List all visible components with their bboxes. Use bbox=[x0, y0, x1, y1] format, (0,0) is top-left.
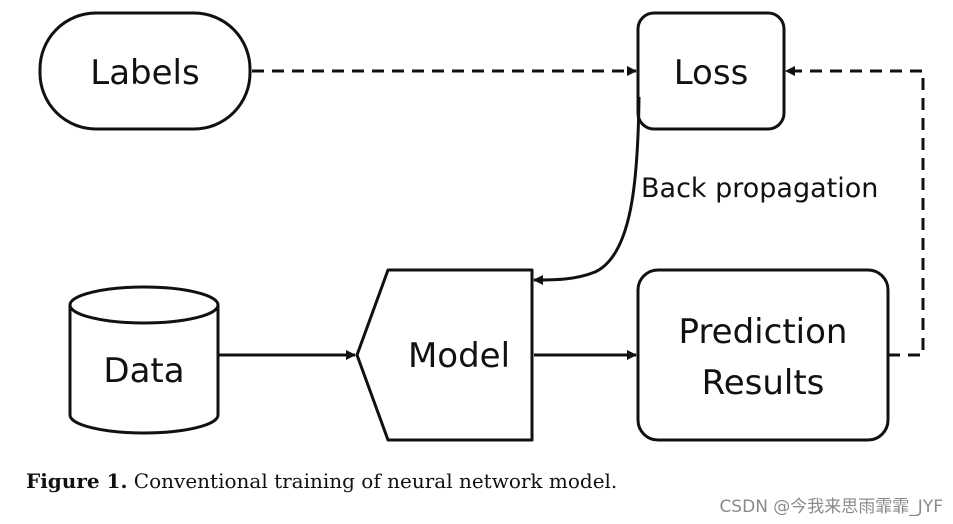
training-flow-diagram: Labels Loss Data Model Prediction Result… bbox=[38, 11, 925, 442]
model-node-text: Model bbox=[408, 336, 510, 376]
loss-node-text: Loss bbox=[674, 53, 749, 93]
figure-caption: Figure 1. Conventional training of neura… bbox=[26, 469, 726, 499]
back-propagation-arrow bbox=[533, 96, 641, 285]
data-node: Data bbox=[68, 285, 220, 435]
data-node-text: Data bbox=[103, 351, 184, 391]
figure-caption-label: Figure 1. bbox=[26, 469, 128, 493]
back-propagation-label: Back propagation bbox=[641, 173, 878, 204]
labels-node: Labels bbox=[38, 11, 252, 131]
watermark: CSDN @今我来思雨霏霏_JYF bbox=[719, 497, 943, 517]
labels-node-text: Labels bbox=[90, 53, 199, 93]
prediction-to-loss-dashed-arrow bbox=[785, 66, 925, 357]
prediction-results-text-line2: Results bbox=[702, 363, 825, 403]
loss-node: Loss bbox=[636, 11, 786, 131]
model-node: Model bbox=[355, 268, 534, 442]
prediction-results-text-line1: Prediction bbox=[679, 312, 848, 352]
figure-caption-text: Conventional training of neural network … bbox=[127, 469, 618, 493]
prediction-results-node: Prediction Results bbox=[636, 268, 890, 442]
